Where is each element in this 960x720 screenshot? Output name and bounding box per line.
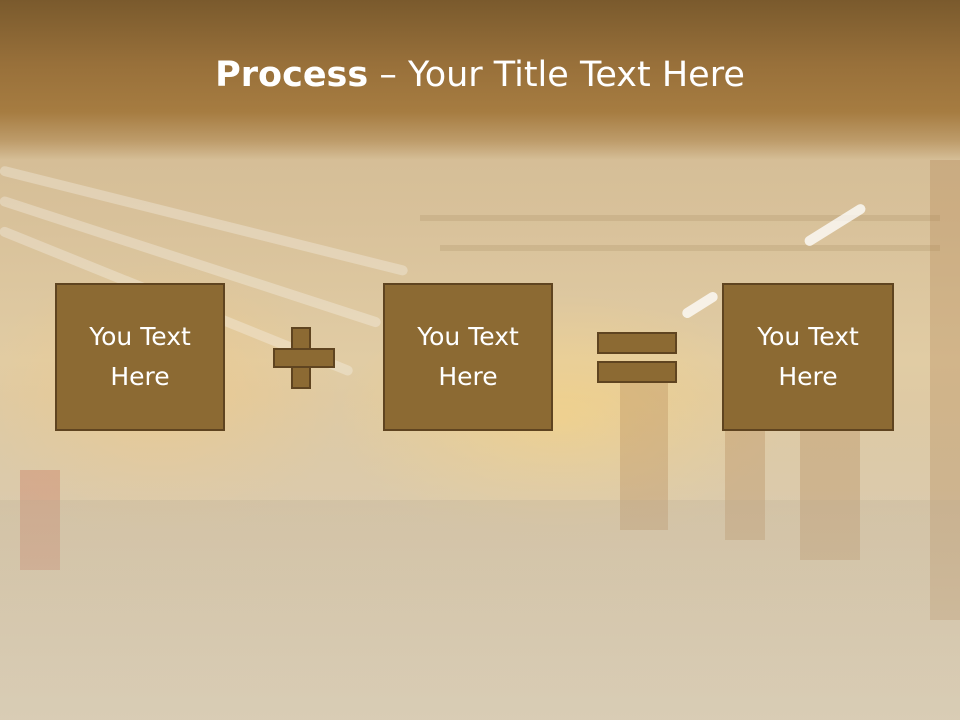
process-box-1-text: You Text Here	[89, 322, 191, 391]
pillar	[725, 420, 765, 540]
pillar	[930, 160, 960, 620]
process-box-1[interactable]: You Text Here	[55, 283, 225, 431]
pillar	[800, 430, 860, 560]
floor	[0, 500, 960, 720]
ceiling-beam	[440, 245, 940, 251]
title-band	[0, 0, 960, 160]
equals-bottom-bar	[597, 361, 677, 383]
process-box-2[interactable]: You Text Here	[383, 283, 553, 431]
ceiling-beam	[420, 215, 940, 221]
process-box-2-text: You Text Here	[417, 322, 519, 391]
title-rest: – Your Title Text Here	[368, 55, 745, 95]
process-box-3-text: You Text Here	[757, 322, 859, 391]
equals-top-bar	[597, 332, 677, 354]
title-bold: Process	[215, 55, 369, 95]
slide-title[interactable]: Process – Your Title Text Here	[0, 52, 960, 98]
plus-horizontal-bar	[273, 348, 335, 368]
pillar	[20, 470, 60, 570]
process-box-3[interactable]: You Text Here	[722, 283, 894, 431]
pillar	[620, 380, 668, 530]
